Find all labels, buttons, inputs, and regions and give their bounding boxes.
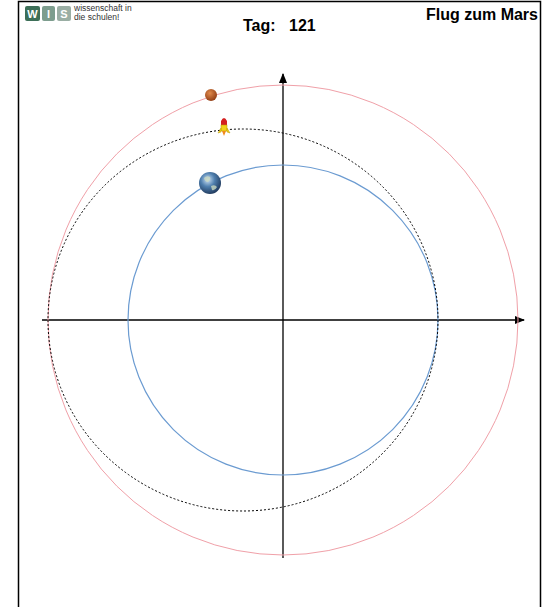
day-label: Tag: [243,18,276,35]
page-title: Flug zum Mars [426,6,538,24]
logo-letter: S [60,8,67,20]
logo-letter: W [27,8,37,20]
earth-orbit [128,165,438,475]
page-frame [19,2,541,607]
transfer-orbit [48,129,438,511]
y-axis [282,74,283,558]
day-number: 121 [289,18,316,35]
mars-planet [205,89,217,101]
logo-text: wissenschaft in die schulen! [74,4,140,22]
earth-planet [199,172,221,194]
logo-letter-box: W [25,6,40,21]
logo-letter-box: S [57,6,71,21]
rocket-icon [218,118,230,136]
mars-orbit [48,85,518,555]
logo-letter: I [47,8,50,20]
logo-letter-box: I [42,6,55,21]
